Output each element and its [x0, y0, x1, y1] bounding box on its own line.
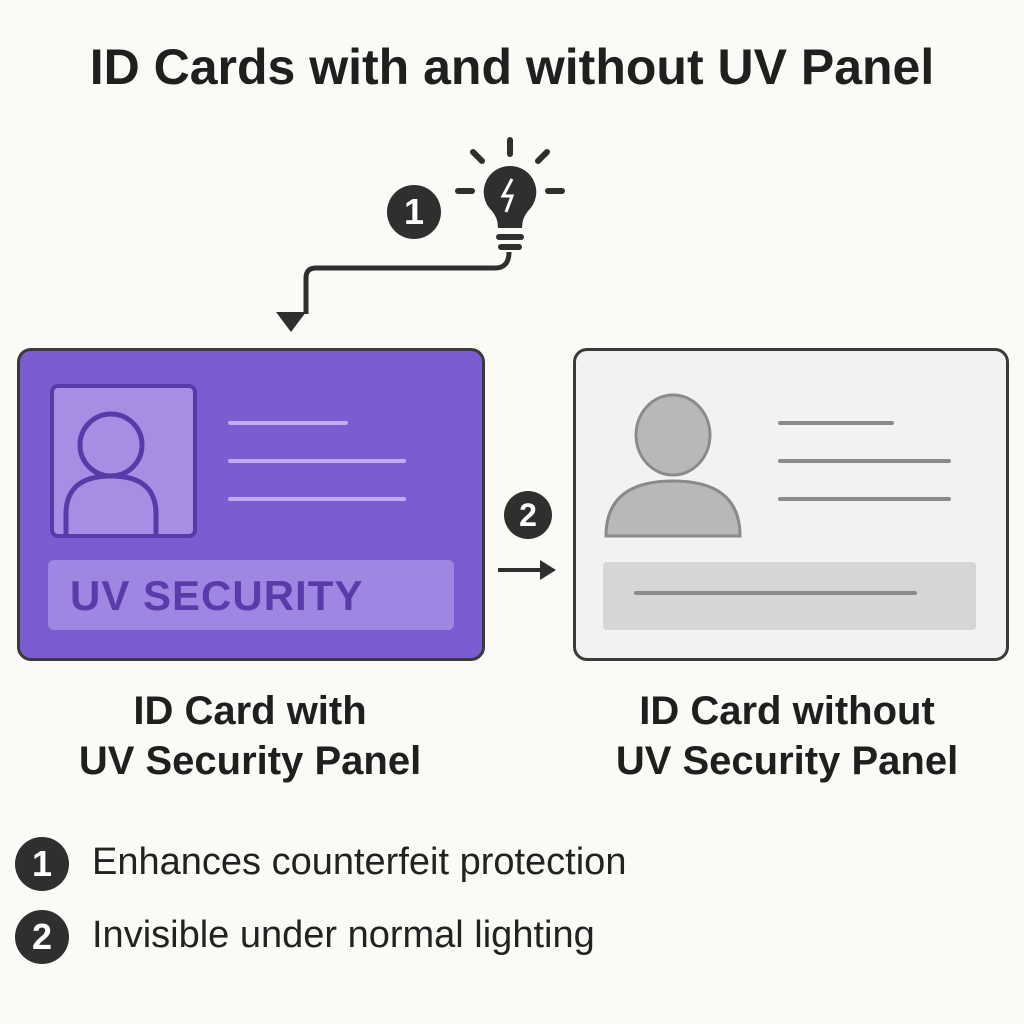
uv-card-label: ID Card with UV Security Panel — [0, 686, 500, 786]
text-line — [634, 591, 917, 595]
legend-text-2: Invisible under normal lighting — [92, 914, 595, 956]
id-card-without-uv — [573, 348, 1009, 661]
legend-text-1: Enhances counterfeit protection — [92, 841, 627, 883]
uv-security-panel: UV SECURITY — [48, 560, 454, 630]
step-badge-1: 1 — [387, 185, 441, 239]
legend-badge-1: 1 — [15, 837, 69, 891]
blank-panel — [603, 562, 976, 630]
text-line — [778, 497, 951, 501]
text-line — [228, 497, 406, 501]
text-line — [228, 421, 348, 425]
uv-panel-text: UV SECURITY — [70, 572, 364, 619]
photo-box — [50, 384, 197, 538]
step-badge-2: 2 — [504, 491, 552, 539]
person-icon — [604, 393, 742, 538]
arrow-icon — [498, 560, 556, 580]
page-title: ID Cards with and without UV Panel — [89, 39, 935, 95]
text-line — [778, 421, 894, 425]
id-card-with-uv: UV SECURITY — [17, 348, 485, 661]
label-line: ID Card with — [133, 689, 367, 733]
person-icon — [63, 411, 159, 534]
text-line — [778, 459, 951, 463]
label-line: ID Card without — [639, 689, 935, 733]
label-line: UV Security Panel — [615, 739, 959, 783]
lightbulb-icon — [276, 137, 565, 332]
legend-badge-2: 2 — [15, 910, 69, 964]
plain-card-label: ID Card without UV Security Panel — [540, 686, 1024, 786]
label-line: UV Security Panel — [78, 739, 422, 783]
text-line — [228, 459, 406, 463]
